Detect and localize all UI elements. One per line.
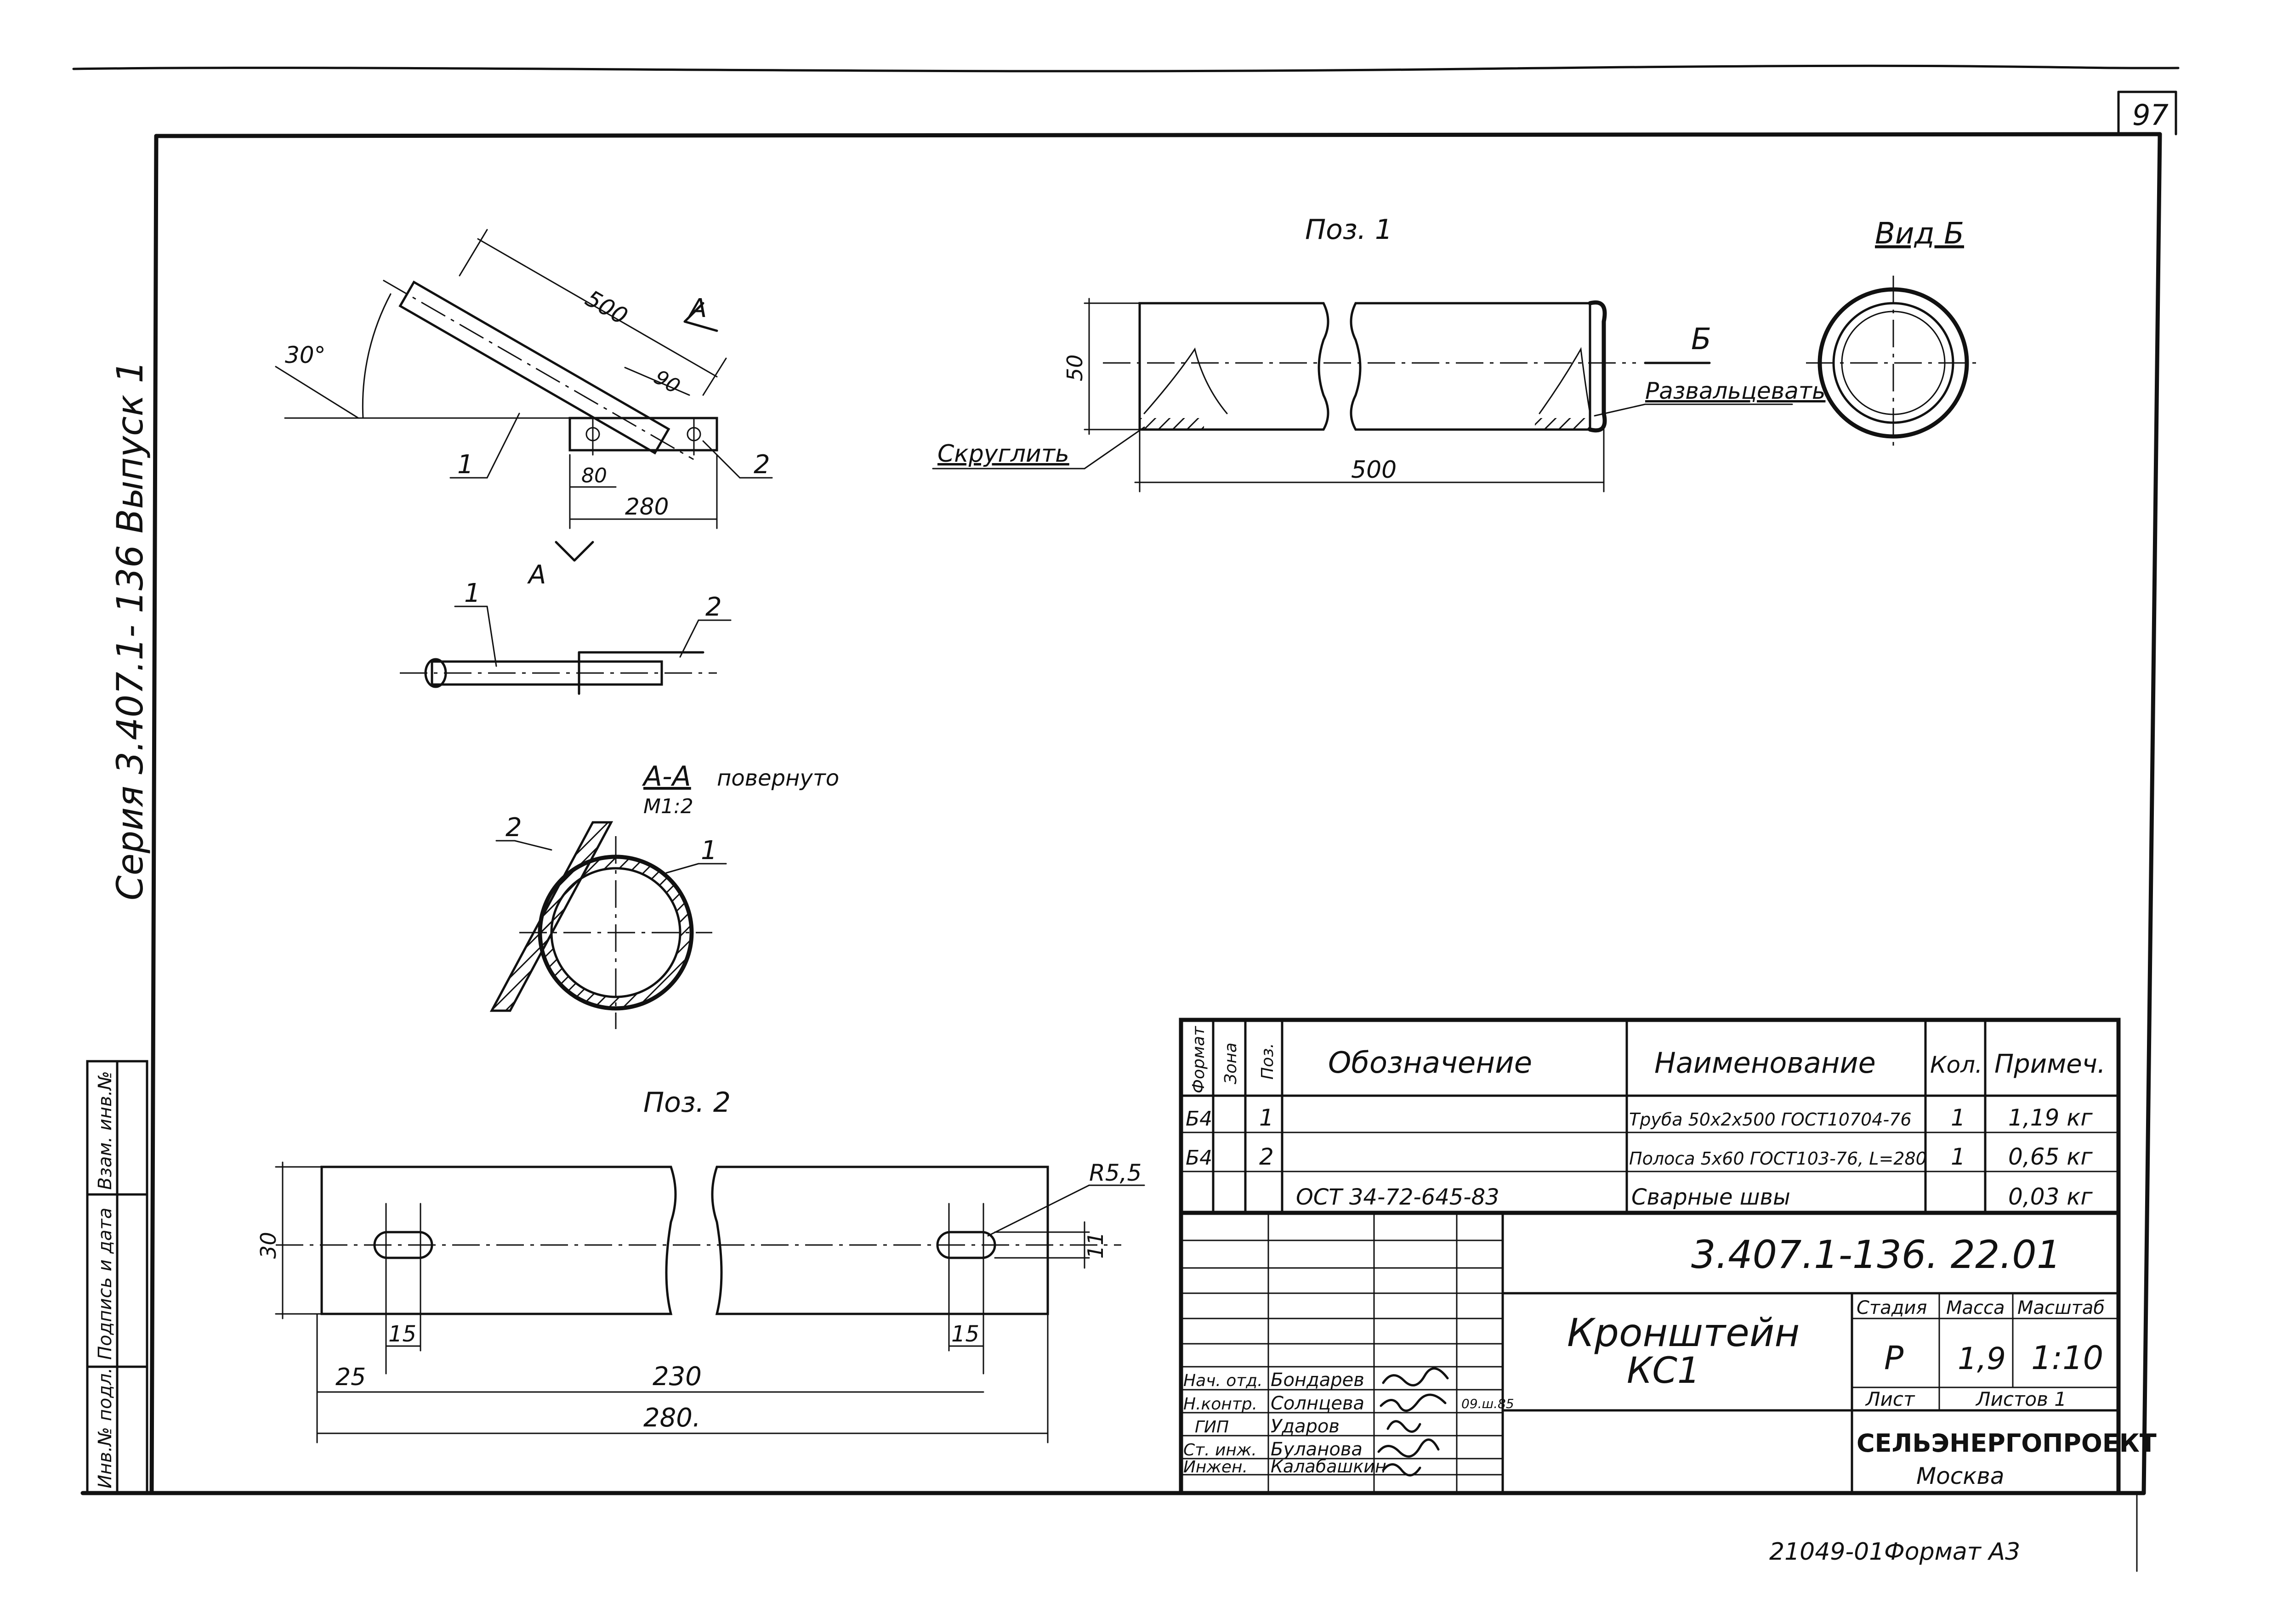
header-qty: Кол. (1930, 1052, 1982, 1078)
section-position-2: 2 (505, 813, 522, 843)
row2-note: 0,65 кг (2008, 1143, 2093, 1170)
view-b: Вид Б (1806, 217, 1981, 450)
title-line-1: Кронштейн (1567, 1310, 1800, 1355)
stage-value: Р (1884, 1339, 1904, 1377)
doc-code: 3.407.1-136. 22.01 (1691, 1232, 2061, 1277)
section-title: А-А (642, 760, 691, 792)
pos2-title: Поз. 2 (643, 1086, 731, 1119)
sign-role-4: Ст. инж. (1183, 1441, 1257, 1460)
sheets-label: Листов 1 (1975, 1388, 2067, 1410)
header-zone: Зона (1221, 1042, 1240, 1084)
pos2-dim-15-left: 15 (388, 1321, 416, 1347)
pos2-dim-30: 30 (256, 1232, 281, 1259)
note-round: Скруглить (937, 440, 1069, 468)
view-mark-b: Б (1691, 323, 1711, 356)
section-note: повернуто (717, 765, 839, 791)
table-row: Б4 2 Полоса 5х60 ГОСТ103-76, L=280 1 0,6… (1186, 1143, 2093, 1170)
pos2-dim-11: 11 (1083, 1232, 1108, 1259)
section-a-a: А-А повернуто М1:2 2 1 (489, 760, 839, 1029)
sign-role-1: Нач. отд. (1183, 1371, 1263, 1390)
note-flare: Развальцевать (1645, 378, 1825, 404)
table-row: ОСТ 34-72-645-83 Сварные швы 0,03 кг (1296, 1183, 2093, 1210)
pos2-dim-r55: R5,5 (1089, 1160, 1142, 1186)
plan-view: 1 2 (400, 578, 732, 695)
stamp-inv-number: Инв.№ подл. (95, 1368, 116, 1488)
left-stamp: Инв.№ подл. Подпись и дата Взам. инв.№ (86, 1060, 148, 1494)
pos1-view: Поз. 1 50 500 Скруглить Развальцевать Б (932, 214, 1825, 492)
scale-label: Масштаб (2017, 1297, 2105, 1318)
pos1-title: Поз. 1 (1305, 214, 1392, 246)
sign-name-5: Калабашкин (1271, 1456, 1386, 1477)
sign-role-3: ГИП (1195, 1418, 1229, 1437)
sign-role-2: Н.контр. (1183, 1395, 1257, 1414)
footer-code: 21049-01 (1769, 1538, 1884, 1566)
org-name: СЕЛЬЭНЕРГОПРОЕКТ (1857, 1429, 2157, 1458)
sheet-number: 97 (2132, 98, 2169, 132)
pos1-dim-500: 500 (1351, 456, 1397, 484)
angle-label: 30° (285, 342, 326, 368)
org-city: Москва (1916, 1463, 2005, 1489)
section-mark-a-bottom: А (527, 560, 546, 590)
row1-name: Труба 50х2х500 ГОСТ10704-76 (1629, 1109, 1912, 1130)
sign-name-2: Солнцева (1271, 1393, 1364, 1414)
table-row: Б4 1 Труба 50х2х500 ГОСТ10704-76 1 1,19 … (1186, 1104, 2093, 1131)
header-name: Наименование (1654, 1046, 1876, 1080)
stage-label: Стадия (1857, 1297, 1927, 1318)
title-block: 3.407.1-136. 22.01 Кронштейн КС1 Стадия … (1179, 1211, 2157, 1495)
row3-designation: ОСТ 34-72-645-83 (1296, 1184, 1499, 1210)
pos2-dim-230: 230 (653, 1362, 702, 1392)
spec-table: Формат Зона Поз. Обозначение Наименовани… (1179, 1018, 2121, 1215)
sign-name-4: Буланова (1271, 1439, 1363, 1460)
position-2-label: 2 (754, 450, 770, 480)
plan-position-2: 2 (705, 592, 722, 622)
pos2-view: Поз. 2 R5,5 11 30 15 15 25 230 280. (256, 1086, 1145, 1443)
sign-name-3: Ударов (1271, 1416, 1340, 1437)
section-position-1: 1 (701, 836, 717, 866)
view-b-title: Вид Б (1875, 217, 1964, 251)
sheet-frame (72, 64, 2180, 1572)
row3-note: 0,03 кг (2008, 1183, 2093, 1210)
header-pos: Поз. (1258, 1043, 1277, 1080)
row2-pos: 2 (1259, 1143, 1274, 1170)
sign-role-5: Инжен. (1183, 1458, 1248, 1477)
scale-value: 1:10 (2031, 1339, 2103, 1377)
sign-name-1: Бондарев (1271, 1369, 1364, 1391)
plan-position-1: 1 (464, 578, 481, 608)
pos2-dim-280: 280. (643, 1403, 701, 1433)
row1-pos: 1 (1259, 1104, 1274, 1131)
header-note: Примеч. (1994, 1049, 2106, 1079)
stamp-sign-date: Подпись и дата (95, 1208, 116, 1360)
row2-format: Б4 (1186, 1146, 1212, 1170)
dim-80: 80 (581, 464, 607, 487)
section-mark-a-top: А (688, 294, 707, 323)
row3-name: Сварные швы (1631, 1184, 1790, 1210)
section-scale: М1:2 (643, 795, 693, 818)
sign-date: 09.ш.85 (1461, 1396, 1514, 1411)
series-label: Серия 3.407.1- 136 Выпуск 1 (110, 361, 151, 900)
row1-format: Б4 (1186, 1107, 1212, 1131)
stamp-replace-inv: Взам. инв.№ (95, 1071, 116, 1190)
footer-format: Формат А3 (1884, 1538, 2020, 1566)
pos1-dim-50: 50 (1062, 354, 1087, 381)
sheet-label: Лист (1865, 1388, 1915, 1410)
pos2-dim-25: 25 (335, 1364, 366, 1391)
dim-280: 280 (625, 493, 669, 520)
pos2-dim-15-right: 15 (951, 1321, 979, 1347)
mass-value: 1,9 (1958, 1341, 2006, 1376)
mass-label: Масса (1946, 1297, 2005, 1318)
signature-scribbles (1377, 1367, 1449, 1477)
position-1-label: 1 (457, 450, 474, 480)
row2-qty: 1 (1951, 1143, 1965, 1170)
row1-note: 1,19 кг (2008, 1104, 2093, 1131)
main-view: 500 30° 90 80 280 А А 1 2 (275, 229, 773, 590)
header-designation: Обозначение (1328, 1046, 1532, 1080)
row1-qty: 1 (1951, 1104, 1965, 1131)
dim-90: 90 (650, 365, 684, 398)
header-format: Формат (1189, 1026, 1208, 1093)
title-line-2: КС1 (1627, 1350, 1700, 1392)
row2-name: Полоса 5х60 ГОСТ103-76, L=280 (1629, 1149, 1927, 1169)
